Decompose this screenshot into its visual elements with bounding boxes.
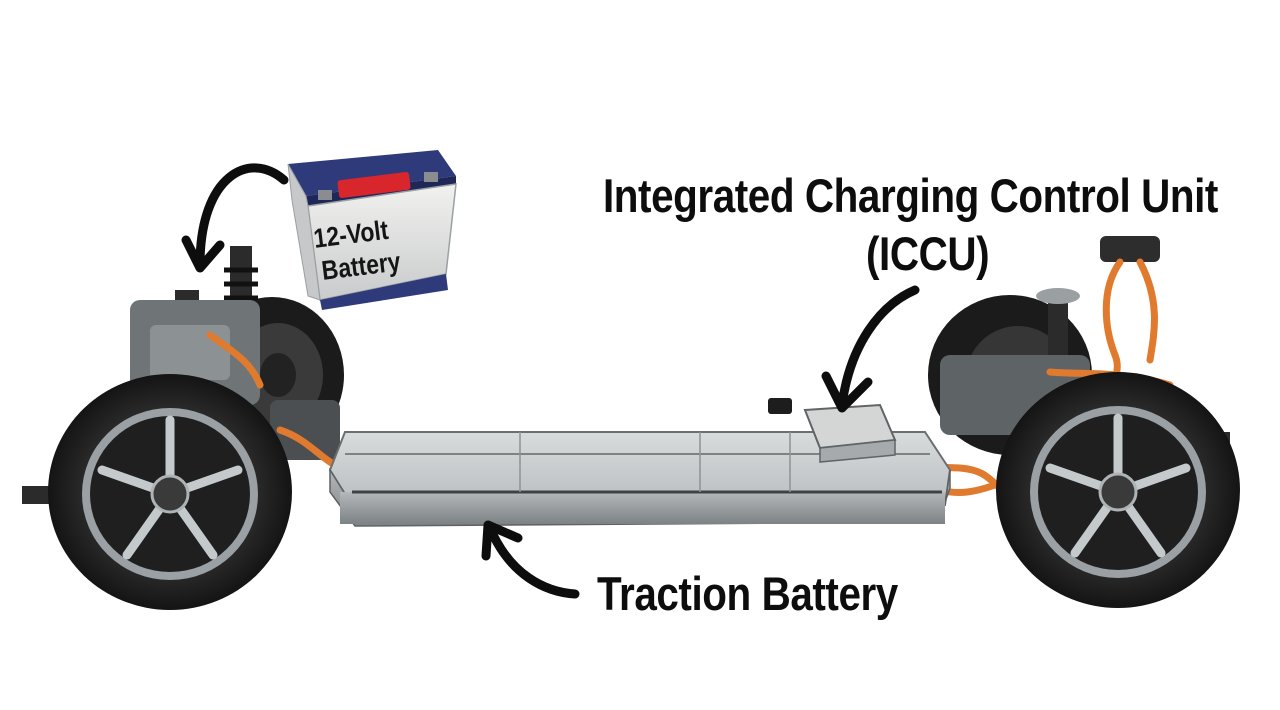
curved-arrow-icon <box>181 163 289 273</box>
iccu-abbreviation-label: (ICCU) <box>866 227 990 280</box>
front-right-wheel <box>996 372 1240 608</box>
iccu-unit <box>768 398 897 463</box>
curved-arrow-icon <box>481 520 580 599</box>
traction-battery-label: Traction Battery <box>597 567 898 620</box>
curved-arrow-icon <box>821 285 920 413</box>
iccu-label: Integrated Charging Control Unit <box>603 169 1218 222</box>
traction-battery-pack <box>328 431 952 527</box>
front-left-wheel <box>48 374 292 610</box>
car-battery-icon <box>287 150 457 310</box>
